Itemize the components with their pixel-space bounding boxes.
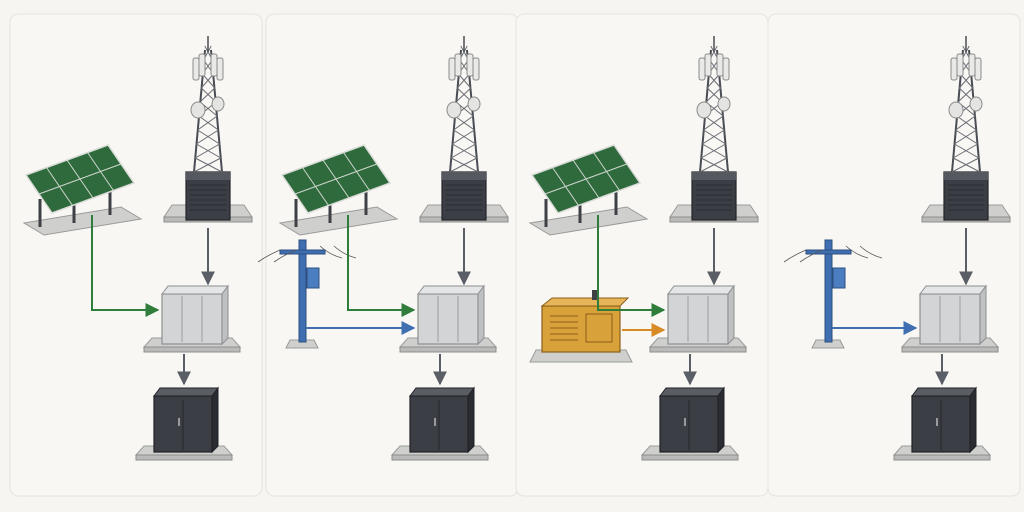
scenario-panel-solar-only — [9, 13, 263, 497]
battery-enclosure — [390, 386, 490, 461]
cell-tower — [163, 36, 253, 223]
battery-enclosure — [892, 386, 992, 461]
utility-pole — [783, 239, 883, 349]
battery-enclosure — [640, 386, 740, 461]
cell-tower — [419, 36, 509, 223]
power-cabinet — [648, 284, 748, 353]
scenario-panel-solar-plus-grid — [257, 13, 519, 497]
cell-tower — [669, 36, 759, 223]
diesel-generator — [529, 290, 633, 363]
solar-to-cabinet-link — [347, 215, 416, 317]
power-cabinet — [398, 284, 498, 353]
solar-panel-array — [278, 144, 399, 236]
solar-panel-array — [528, 144, 649, 236]
solar-to-cabinet-link — [597, 215, 666, 317]
cell-tower — [921, 36, 1011, 223]
power-cabinet — [142, 284, 242, 353]
scenario-panel-solar-plus-generator — [515, 13, 769, 497]
solar-to-cabinet-link — [91, 215, 160, 317]
utility-pole — [257, 239, 357, 349]
scenario-panel-grid-only — [767, 13, 1021, 497]
power-cabinet — [900, 284, 1000, 353]
solar-panel-array — [22, 144, 143, 236]
battery-enclosure — [134, 386, 234, 461]
